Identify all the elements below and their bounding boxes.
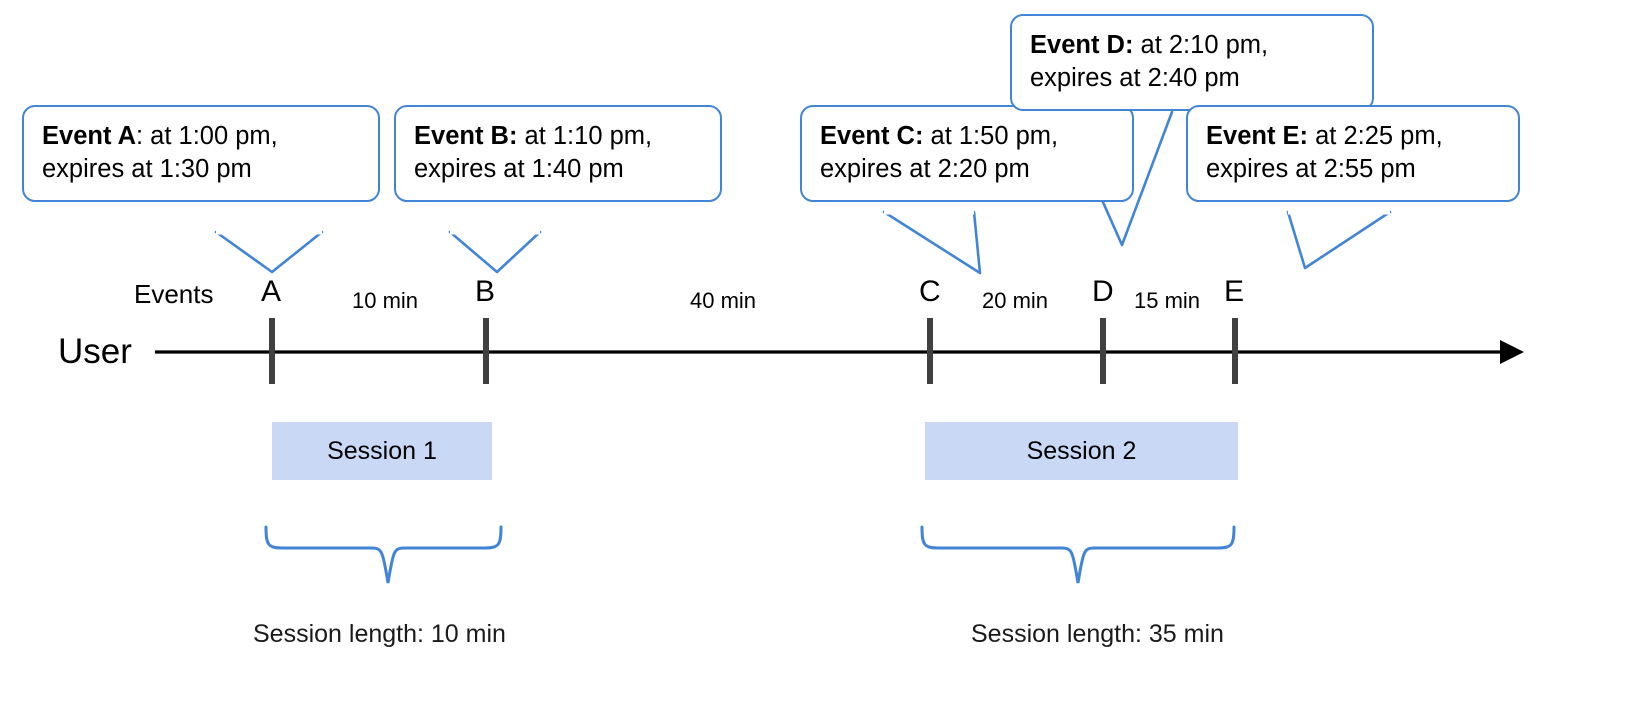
callout-tail-a (214, 229, 324, 274)
gap-label-d-e: 15 min (1134, 288, 1201, 313)
event-letter-b: B (475, 275, 496, 308)
callout-event-b-line1: Event B: at 1:10 pm, (414, 122, 653, 150)
callout-event-c: Event C: at 1:50 pm, expires at 2:20 pm (800, 105, 1134, 202)
callout-event-e-line1: Event E: at 2:25 pm, (1206, 122, 1443, 150)
event-ticks (269, 318, 1238, 384)
brace-session-1 (264, 525, 503, 584)
axis-arrowhead (1500, 340, 1524, 364)
callout-event-c-line1: Event C: at 1:50 pm, (820, 122, 1059, 150)
event-letter-d: D (1092, 275, 1114, 308)
session-bar-1: Session 1 (272, 422, 492, 480)
callout-event-b-line2: expires at 1:40 pm (414, 155, 624, 183)
event-letter-c: C (919, 275, 941, 308)
gap-label-b-c: 40 min (690, 288, 757, 313)
row-label-events: Events (134, 279, 214, 309)
callout-event-d-line2: expires at 2:40 pm (1030, 64, 1240, 92)
callout-event-e: Event E: at 2:25 pm, expires at 2:55 pm (1186, 105, 1520, 202)
brace-session-2 (920, 525, 1236, 584)
timeline-axis (155, 340, 1524, 364)
callout-tail-c (882, 209, 982, 275)
callout-tail-b (448, 229, 542, 274)
gap-label-a-b: 10 min (352, 288, 419, 313)
callout-event-d-line1: Event D: at 2:10 pm, (1030, 31, 1269, 59)
session-bar-1-label: Session 1 (327, 436, 437, 465)
session-bar-2: Session 2 (925, 422, 1238, 480)
event-letter-e: E (1224, 275, 1245, 308)
callout-event-b: Event B: at 1:10 pm, expires at 1:40 pm (394, 105, 722, 202)
row-label-user: User (58, 332, 132, 371)
callout-event-c-line2: expires at 2:20 pm (820, 155, 1030, 183)
session-length-caption-2: Session length: 35 min (971, 620, 1224, 648)
gap-label-c-d: 20 min (982, 288, 1049, 313)
session-bar-2-label: Session 2 (1026, 436, 1137, 465)
callout-event-a-line1: Event A: at 1:00 pm, (42, 122, 278, 150)
session-length-caption-1: Session length: 10 min (253, 620, 506, 648)
callout-event-a-line2: expires at 1:30 pm (42, 155, 252, 183)
event-letter-a: A (261, 275, 282, 308)
callout-tail-e (1286, 209, 1392, 270)
callout-event-d: Event D: at 2:10 pm, expires at 2:40 pm (1010, 14, 1374, 111)
callout-event-a: Event A: at 1:00 pm, expires at 1:30 pm (22, 105, 380, 202)
callout-event-e-line2: expires at 2:55 pm (1206, 155, 1416, 183)
